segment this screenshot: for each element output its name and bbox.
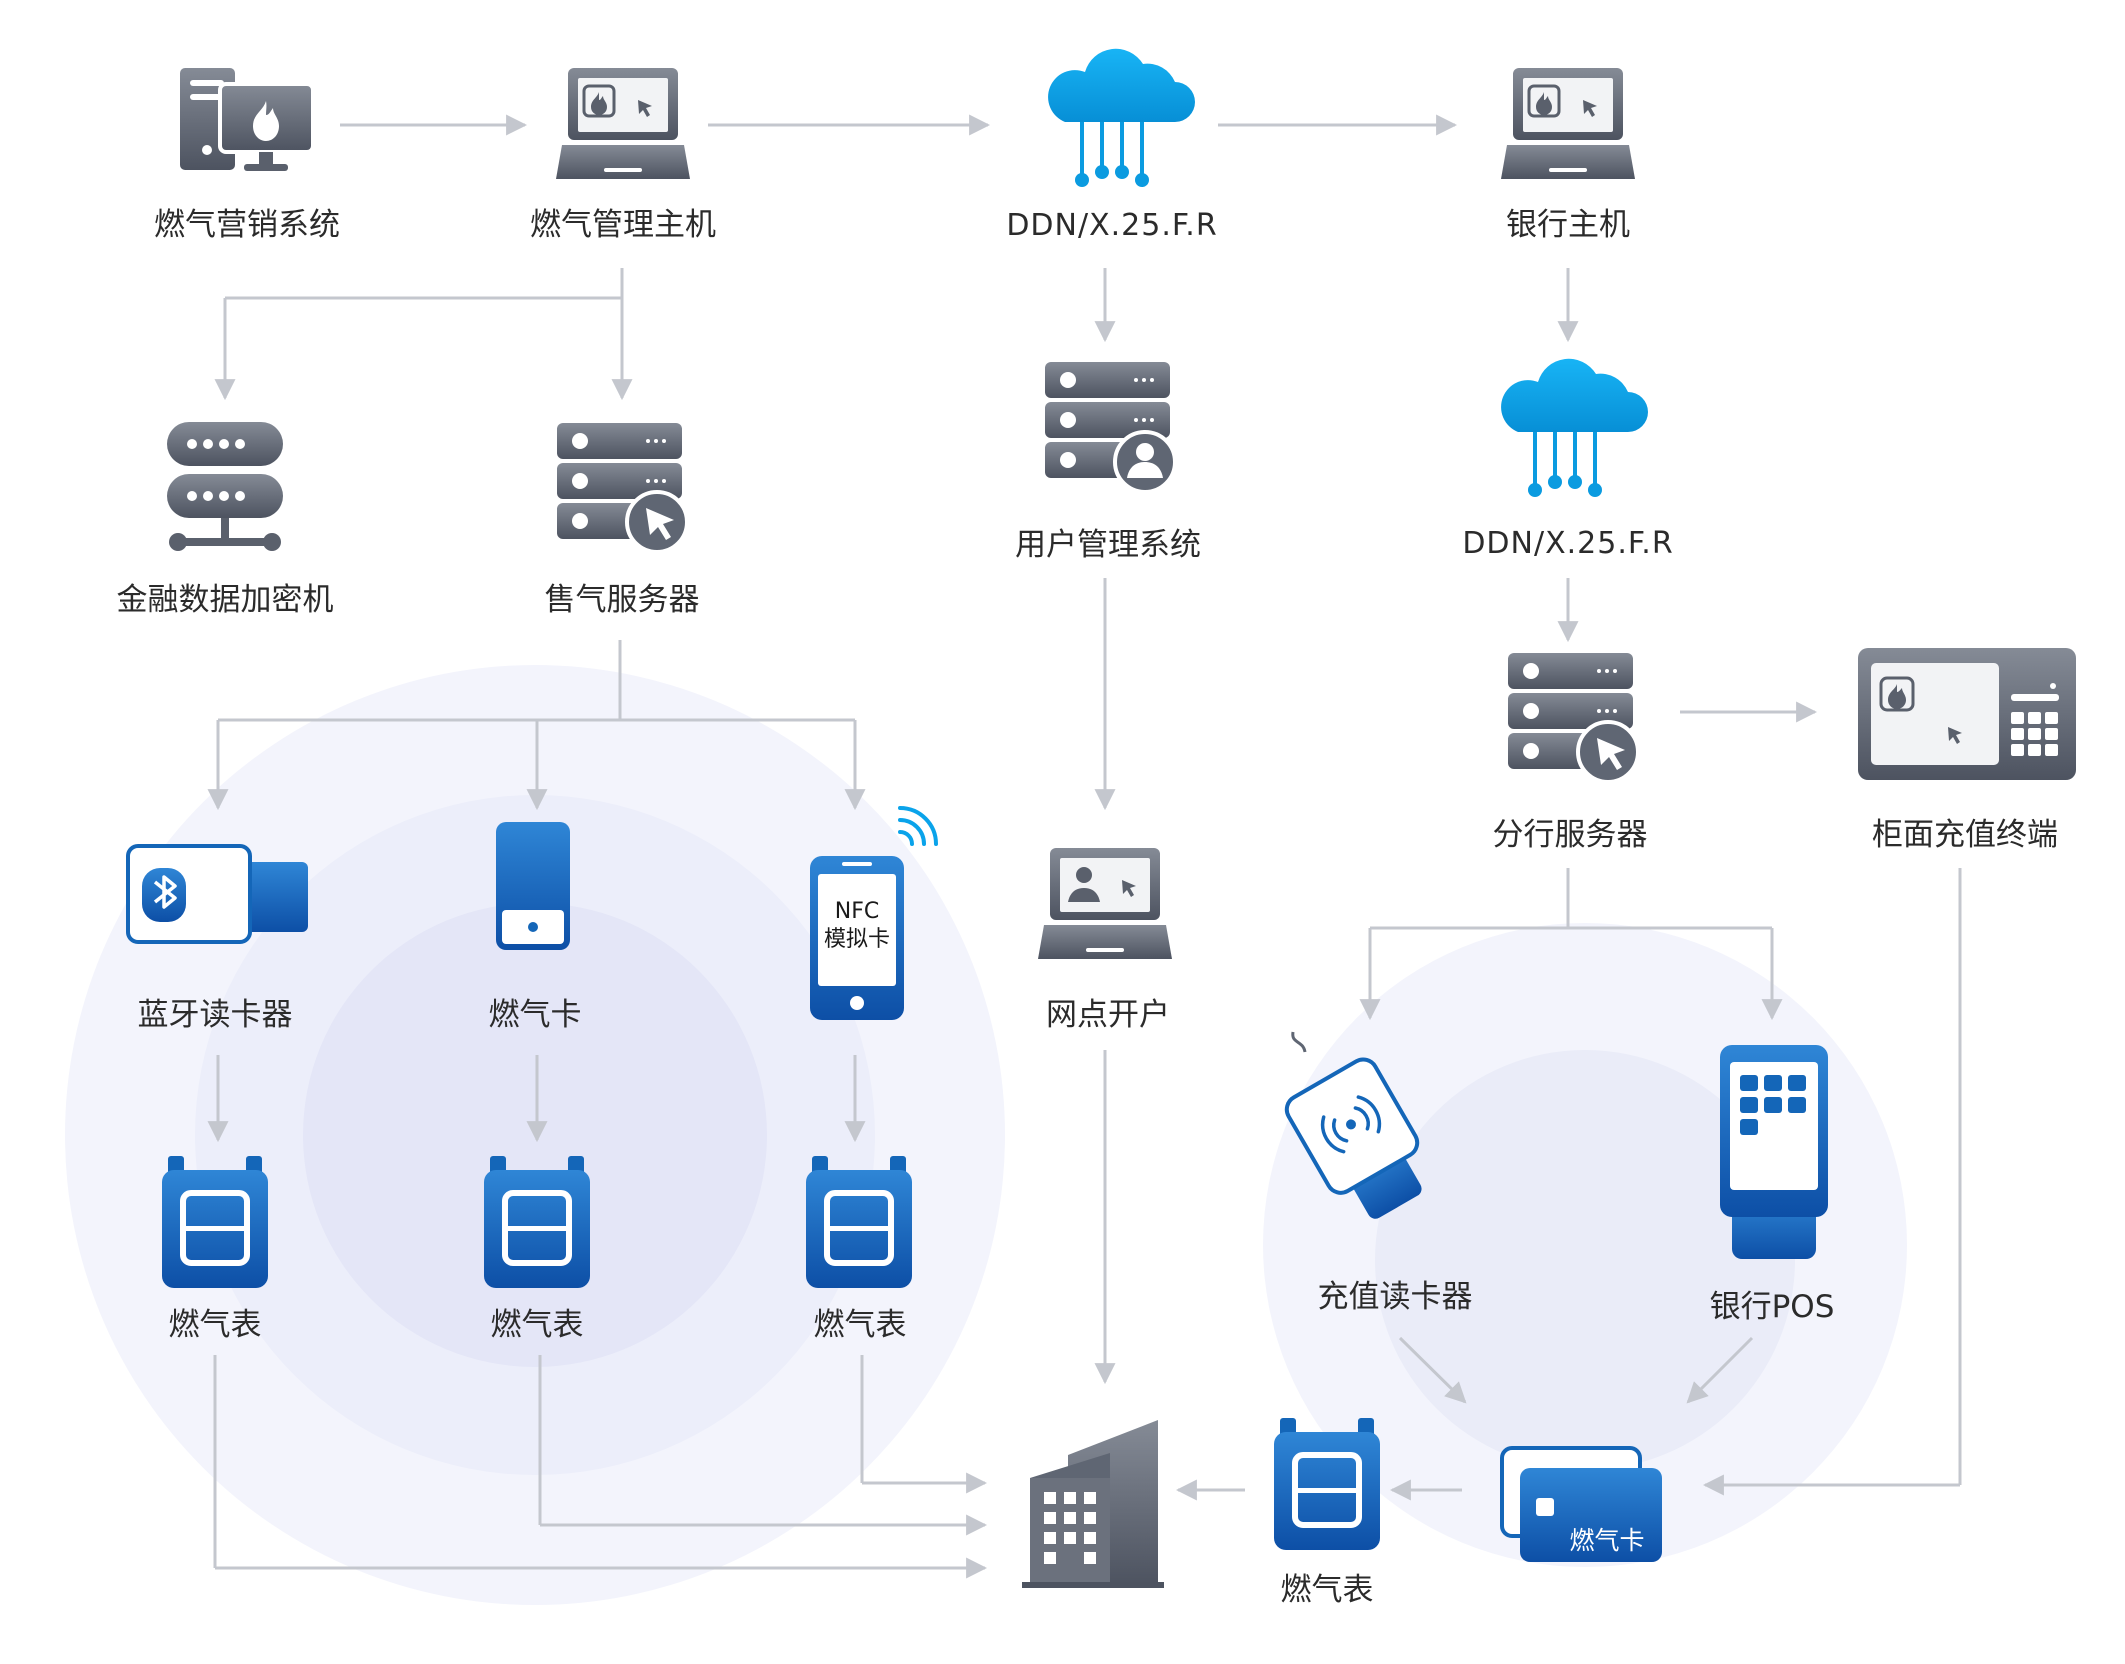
bluetooth-card-reader-node: 蓝牙读卡器 (126, 844, 308, 1033)
building-icon (1022, 1420, 1164, 1588)
gas-meter-1-node: 燃气表 (162, 1156, 268, 1343)
gas-meter-icon (162, 1156, 268, 1288)
branch-server-label: 分行服务器 (1493, 817, 1648, 853)
gas-meter-2-label: 燃气表 (491, 1307, 584, 1343)
bluetooth-icon (153, 875, 177, 909)
pos-terminal-icon (1720, 1045, 1828, 1259)
financial-encryptor-label: 金融数据加密机 (117, 582, 334, 618)
gas-meter-3-label: 燃气表 (814, 1307, 907, 1343)
outlet-account-opening-label: 网点开户 (1046, 997, 1170, 1033)
server-rack-cursor-icon (1508, 653, 1640, 784)
gas-meter-bottom-label: 燃气表 (1281, 1572, 1374, 1608)
gas-card-label: 燃气卡 (489, 997, 582, 1033)
branch-server-node: 分行服务器 (1493, 653, 1648, 853)
nfc-sim-card-node: NFC 模拟卡 (810, 806, 938, 1020)
gas-card-bottom-node: 燃气卡 (1500, 1446, 1662, 1562)
gas-sale-server-label: 售气服务器 (545, 582, 700, 618)
smartphone-nfc-icon: NFC 模拟卡 (810, 806, 938, 1020)
bank-pos-label: 银行POS (1710, 1289, 1835, 1325)
ddn-top-label: DDN/X.25.F.R (1006, 208, 1217, 243)
user-management-system-node: 用户管理系统 (1015, 362, 1201, 563)
user-management-system-label: 用户管理系统 (1015, 527, 1201, 563)
gas-meter-2-node: 燃气表 (484, 1156, 590, 1343)
recharge-card-reader-node: 充值读卡器 (1284, 1031, 1473, 1315)
bluetooth-card-reader-label: 蓝牙读卡器 (138, 997, 293, 1033)
bank-host-node: 银行主机 (1501, 68, 1635, 243)
gas-meter-bottom-node: 燃气表 (1274, 1418, 1380, 1608)
cloud-network-icon (1501, 358, 1648, 497)
nfc-screen-line2: 模拟卡 (824, 927, 890, 952)
gas-card-bottom-label: 燃气卡 (1569, 1526, 1644, 1555)
laptop-icon (556, 68, 690, 179)
gas-marketing-system-node: 燃气营销系统 (154, 68, 340, 243)
recharge-card-reader-label: 充值读卡器 (1318, 1279, 1473, 1315)
cloud-network-icon (1048, 48, 1195, 187)
database-server-icon (167, 422, 283, 551)
nfc-screen-line1: NFC (835, 899, 879, 924)
server-user-icon (1045, 362, 1177, 494)
outlet-account-opening-node: 网点开户 (1038, 848, 1172, 1033)
ddn-top-node: DDN/X.25.F.R (1006, 48, 1217, 243)
counter-recharge-terminal-label: 柜面充值终端 (1872, 817, 2058, 853)
laptop-user-icon (1038, 848, 1172, 959)
server-rack-cursor-icon (557, 423, 689, 554)
ddn-right-label: DDN/X.25.F.R (1462, 526, 1673, 561)
gas-card-icon (496, 822, 570, 950)
counter-recharge-terminal-node: 柜面充值终端 (1858, 648, 2076, 853)
gas-sale-server-node: 售气服务器 (545, 423, 700, 618)
laptop-icon (1501, 68, 1635, 179)
gas-meter-3-node: 燃气表 (806, 1156, 912, 1343)
gas-management-host-node: 燃气管理主机 (530, 68, 716, 243)
bank-host-label: 银行主机 (1506, 207, 1630, 243)
contactless-reader-icon (1284, 1031, 1422, 1219)
gas-meter-icon (1274, 1418, 1380, 1550)
wireless-signal-icon (898, 806, 938, 846)
terminal-icon (1858, 648, 2076, 780)
gas-card-node: 燃气卡 (489, 822, 582, 1033)
gas-management-host-label: 燃气管理主机 (530, 207, 716, 243)
ddn-right-node: DDN/X.25.F.R (1462, 358, 1673, 561)
financial-encryptor-node: 金融数据加密机 (117, 422, 334, 618)
gas-meter-icon (806, 1156, 912, 1288)
gas-marketing-system-label: 燃气营销系统 (154, 207, 340, 243)
bluetooth-reader-icon (126, 844, 308, 944)
connectors (207, 114, 1962, 1579)
gas-meter-1-label: 燃气表 (169, 1307, 262, 1343)
bank-pos-node: 银行POS (1710, 1045, 1835, 1325)
gas-meter-icon (484, 1156, 590, 1288)
stacked-cards-icon (1500, 1446, 1662, 1562)
desktop-server-icon (180, 68, 315, 171)
